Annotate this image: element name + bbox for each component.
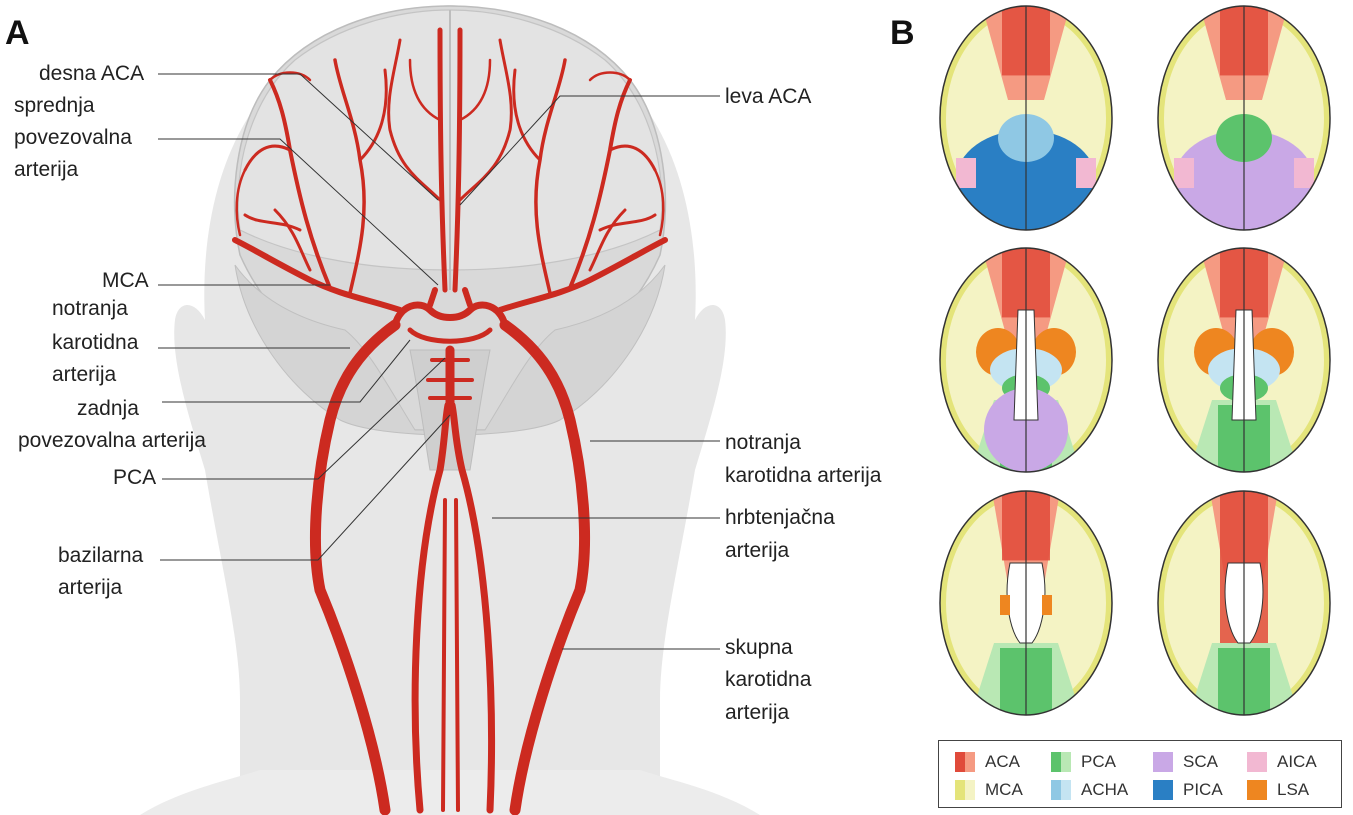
legend-label: MCA — [985, 780, 1023, 800]
legend-swatch — [1051, 752, 1071, 772]
legend-label: ACHA — [1081, 780, 1128, 800]
label-zadnja: zadnja — [77, 393, 139, 425]
brain-slice — [1158, 491, 1330, 760]
legend-label: ACA — [985, 752, 1020, 772]
brain-slice — [1158, 6, 1330, 275]
legend-item: AICA — [1247, 751, 1317, 773]
legend-item: MCA — [955, 779, 1023, 801]
brain-slice — [940, 6, 1112, 275]
label-karotidna-arterija: karotidna arterija — [725, 460, 881, 492]
legend-swatch — [955, 752, 975, 772]
brain-slice — [940, 248, 1112, 517]
label-arterija: arterija — [14, 154, 78, 186]
label-notranja: notranja — [52, 293, 128, 325]
legend-label: AICA — [1277, 752, 1317, 772]
legend-item: ACHA — [1051, 779, 1128, 801]
label-karotidna: karotidna — [725, 664, 811, 696]
label-arterija: arterija — [725, 535, 789, 567]
label-povezovalna: povezovalna — [14, 122, 132, 154]
legend-item: ACA — [955, 751, 1020, 773]
label-pca: PCA — [113, 462, 156, 494]
legend-item: PCA — [1051, 751, 1116, 773]
label-sprednja: sprednja — [14, 90, 95, 122]
label-desna-aca: desna ACA — [39, 58, 144, 90]
legend-swatch — [1247, 780, 1267, 800]
label-leva-aca: leva ACA — [725, 81, 811, 113]
brain-slices — [940, 6, 1330, 760]
label-povezovalna-arterija: povezovalna arterija — [18, 425, 206, 457]
label-arterija: arterija — [725, 697, 789, 729]
legend-swatch — [1247, 752, 1267, 772]
legend-item: LSA — [1247, 779, 1309, 801]
legend-item: PICA — [1153, 779, 1223, 801]
legend-label: LSA — [1277, 780, 1309, 800]
legend-item: SCA — [1153, 751, 1218, 773]
legend-swatch — [1153, 752, 1173, 772]
panel-label-b: B — [890, 16, 915, 50]
panel-label-a: A — [5, 16, 30, 50]
label-karotidna: karotidna — [52, 327, 138, 359]
label-arterija: arterija — [52, 359, 116, 391]
legend-swatch — [1051, 780, 1071, 800]
legend-label: PICA — [1183, 780, 1223, 800]
legend-swatch — [1153, 780, 1173, 800]
brain-slice — [940, 491, 1112, 760]
legend-swatch — [955, 780, 975, 800]
legend-label: PCA — [1081, 752, 1116, 772]
label-notranja-right: notranja — [725, 427, 801, 459]
legend-label: SCA — [1183, 752, 1218, 772]
label-bazilarna: bazilarna — [58, 540, 143, 572]
label-hrbtenjacna: hrbtenjačna — [725, 502, 835, 534]
label-skupna: skupna — [725, 632, 793, 664]
label-arterija: arterija — [58, 572, 122, 604]
territory-legend: ACA PCA SCA AICA MCA ACHA PICA LSA — [938, 740, 1342, 808]
brain-slice — [1158, 248, 1330, 517]
